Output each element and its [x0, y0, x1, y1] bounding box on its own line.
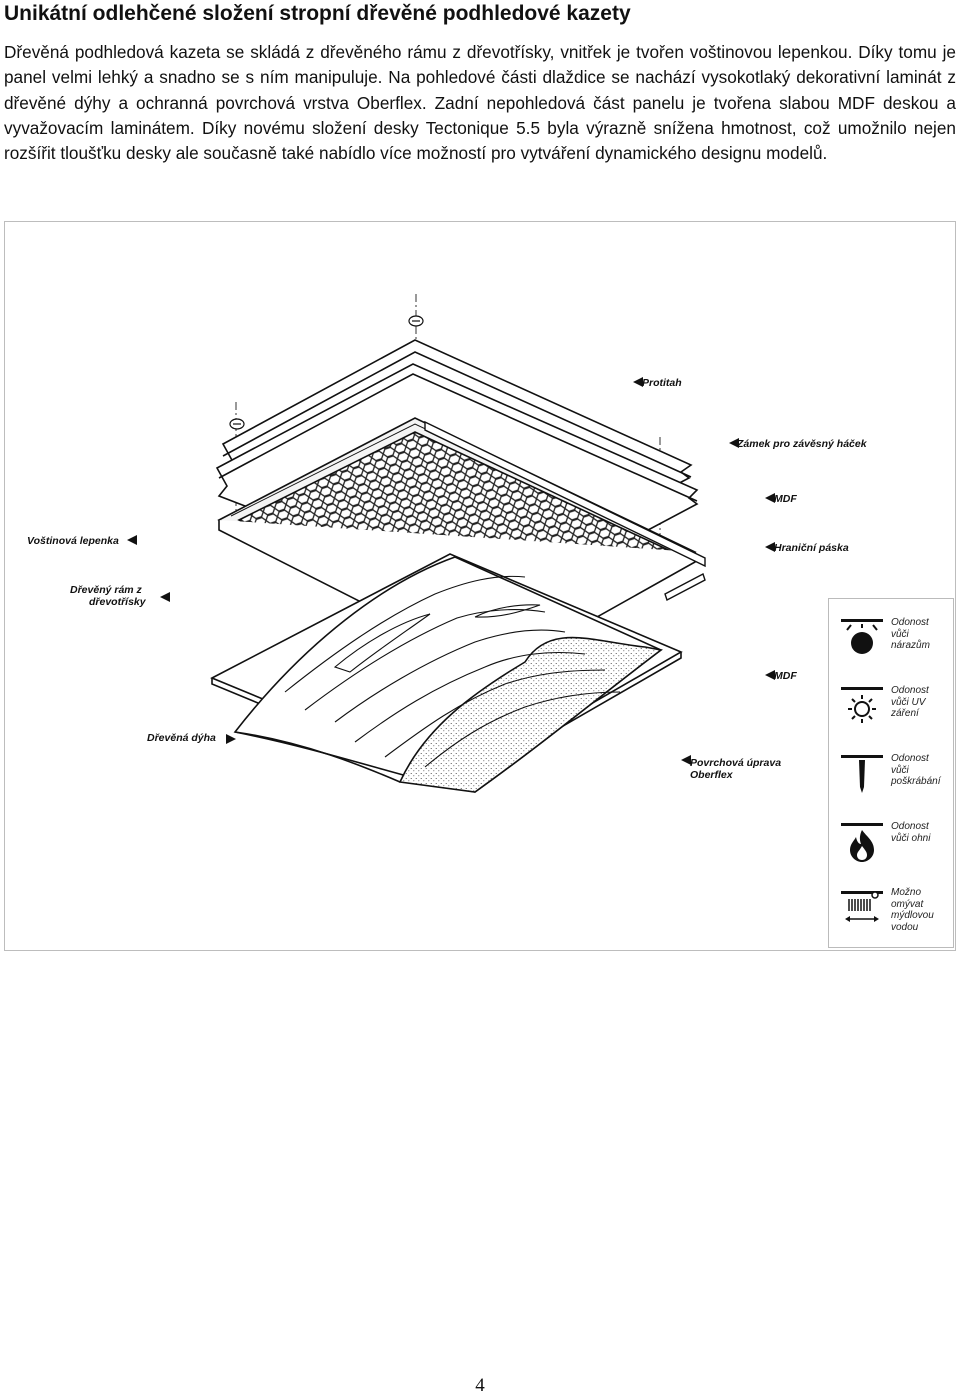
label-mdf-bottom: MDF [774, 670, 797, 682]
uv-resistance-icon [841, 687, 883, 723]
exploded-panel-diagram: Protitah Zámek pro závěsný háček MDF Hra… [27, 294, 868, 793]
page-title: Unikátní odlehčené složení stropní dřevě… [4, 2, 631, 25]
label-mdf-top: MDF [774, 493, 797, 505]
fire-resistance-icon [841, 823, 883, 862]
impact-resistance-icon [841, 619, 883, 654]
exploded-panel-figure: Protitah Zámek pro závěsný háček MDF Hra… [4, 221, 956, 951]
scratch-resistance-icon [841, 755, 883, 793]
label-oberflex: Oberflex [690, 769, 734, 781]
wood-veneer-sheet [233, 556, 663, 793]
label-pointers [127, 377, 775, 765]
label-protitah: Protitah [642, 377, 682, 389]
intro-paragraph: Dřevěná podhledová kazeta se skládá z dř… [4, 42, 956, 164]
label-drevena-dyha: Dřevěná dýha [147, 732, 216, 744]
page-number: 4 [475, 1375, 485, 1396]
washable-icon [841, 891, 883, 922]
label-dreveny-ram-2: dřevotřísky [89, 596, 147, 608]
label-dreveny-ram-1: Dřevěný rám z [70, 584, 143, 596]
label-povrchova-uprava: Povrchová úprava [690, 757, 781, 769]
edge-band-strips [424, 420, 706, 602]
label-zamek: Zámek pro závěsný háček [736, 438, 868, 450]
label-vostinova-lepenka: Voštinová lepenka [27, 535, 119, 547]
label-hranici-paska: Hraniční páska [774, 542, 849, 554]
